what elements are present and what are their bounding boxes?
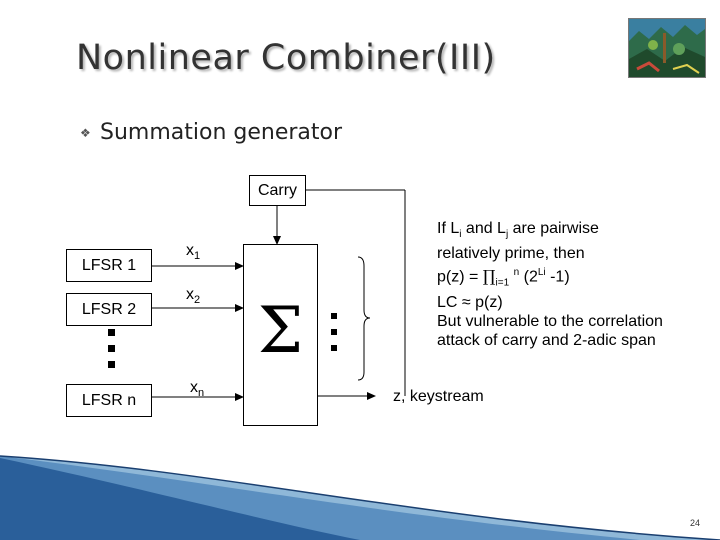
input-label-xn: xn [190, 379, 205, 400]
input-label-x2: x2 [186, 286, 201, 307]
note-line-3: p(z) = ∏i=1 n (2Li -1) [437, 266, 570, 289]
slide-title: Nonlinear Combiner(III) [76, 38, 496, 78]
output-label: z, keystream [393, 388, 484, 405]
note-line-6: attack of carry and 2-adic span [437, 331, 656, 349]
summation-box: Σ [243, 244, 318, 426]
note-line-4: LC ≈ p(z) [437, 293, 503, 311]
bullet-icon: ❖ [80, 126, 91, 140]
note-line-1: If Li and Lj are pairwise [437, 220, 599, 241]
lfsr-n-box: LFSR n [66, 384, 152, 417]
note-line-2: relatively prime, then [437, 245, 585, 263]
logo-image [628, 18, 706, 78]
carry-box: Carry [249, 175, 306, 206]
bullet-text: Summation generator [100, 120, 343, 145]
note-line-5: But vulnerable to the correlation [437, 312, 663, 330]
input-label-x1: x1 [186, 242, 201, 263]
page-number: 24 [689, 518, 700, 528]
summation-symbol: Σ [257, 294, 304, 368]
note-text: If Li and Lj are pairwise relatively pri… [437, 219, 717, 350]
lfsr-2-box: LFSR 2 [66, 293, 152, 326]
lfsr-1-box: LFSR 1 [66, 249, 152, 282]
